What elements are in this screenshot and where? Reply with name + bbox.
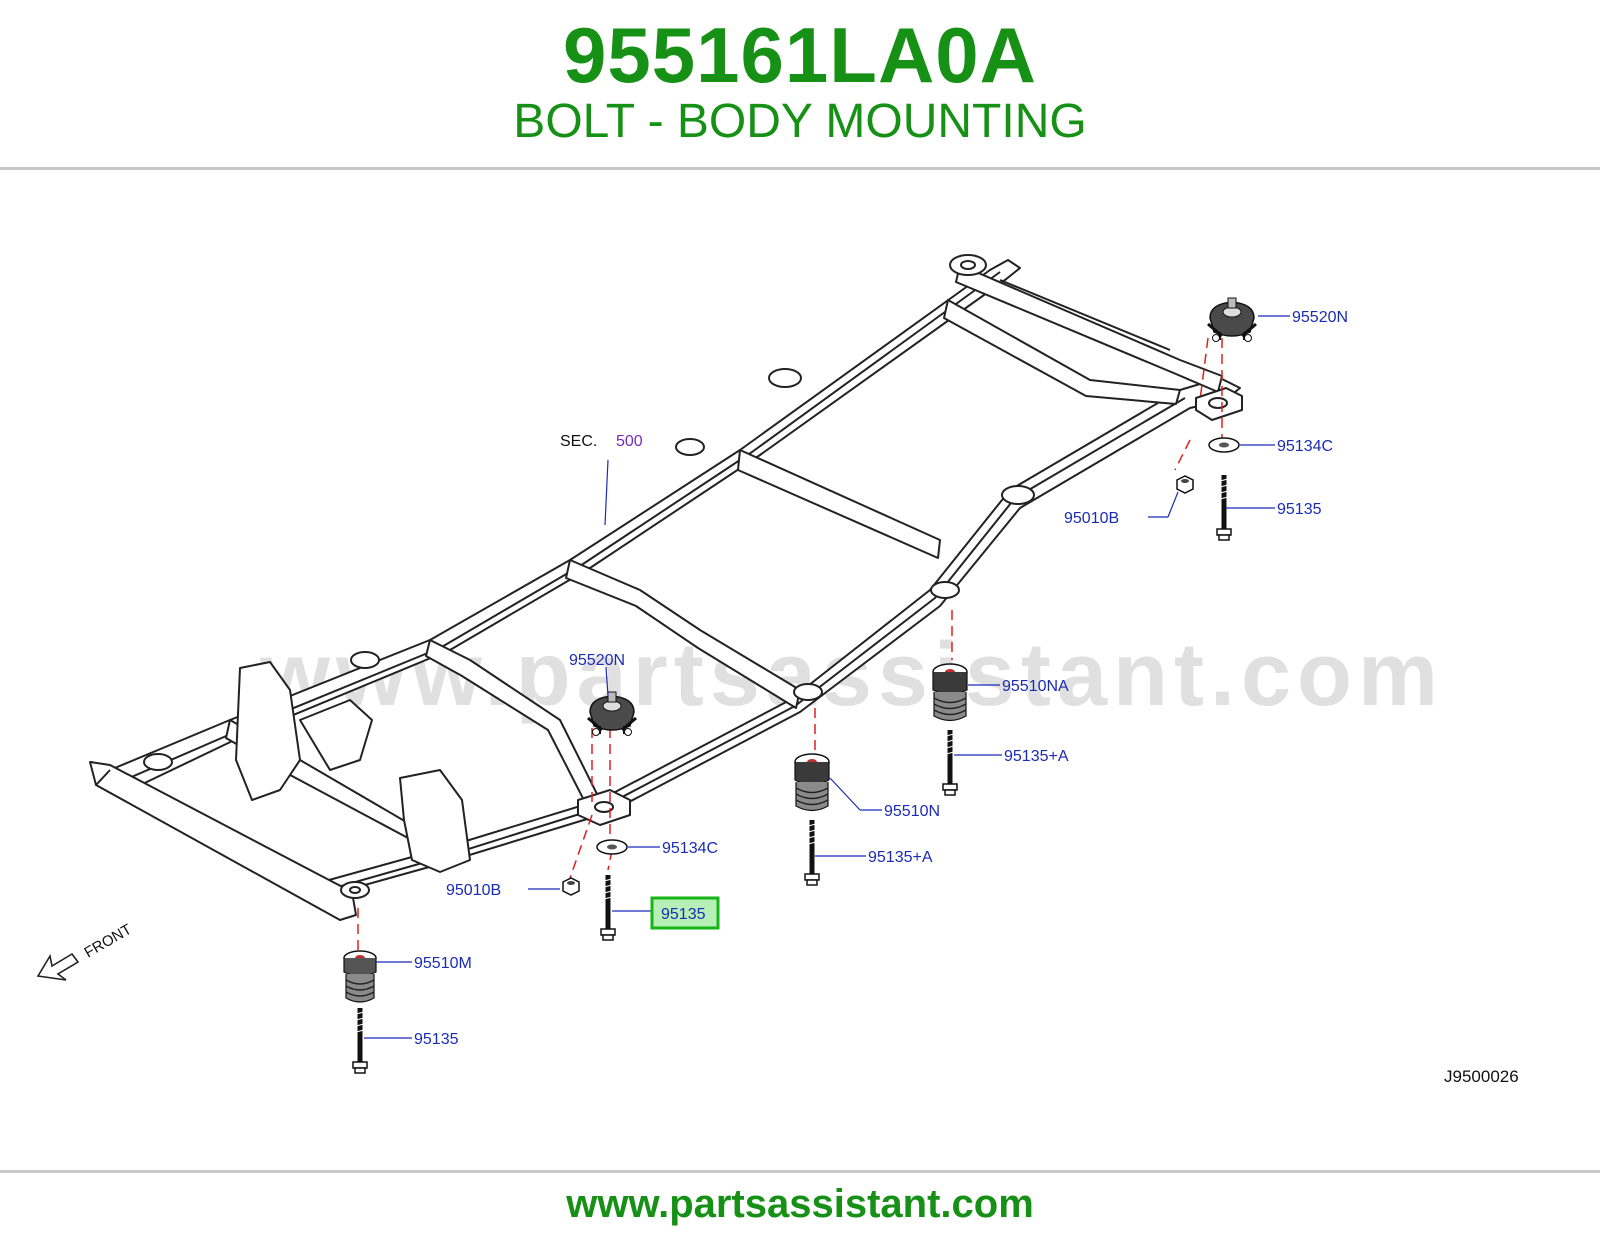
callout-leaders xyxy=(364,315,1290,1039)
figure-code: J9500026 xyxy=(1444,1067,1519,1086)
callout-95135-front[interactable]: 95135 xyxy=(414,1031,459,1048)
alignment-leaders xyxy=(357,337,1223,950)
callout-95134C-mid[interactable]: 95134C xyxy=(662,840,718,857)
callout-95510M[interactable]: 95510M xyxy=(414,955,472,972)
highlight-box xyxy=(650,896,720,930)
section-number-link[interactable]: 500 xyxy=(616,433,643,450)
callout-95135-highlighted[interactable]: 95135 xyxy=(661,906,706,923)
callout-95010B-rear[interactable]: 95010B xyxy=(1064,510,1119,527)
callout-95010B-mid[interactable]: 95010B xyxy=(446,882,501,899)
page-header: 955161LA0A BOLT - BODY MOUNTING xyxy=(0,0,1600,168)
front-arrow-icon xyxy=(36,952,80,981)
part-number-title: 955161LA0A xyxy=(563,11,1037,99)
chassis-frame xyxy=(89,254,1243,921)
callout-95135A-lower[interactable]: 95135+A xyxy=(868,849,933,866)
callout-95134C-rear[interactable]: 95134C xyxy=(1277,438,1333,455)
callout-95510N[interactable]: 95510N xyxy=(884,803,940,820)
header-divider xyxy=(0,167,1600,170)
section-label: SEC. xyxy=(560,433,597,450)
callout-95520N-rear[interactable]: 95520N xyxy=(1292,309,1348,326)
callout-95510NA[interactable]: 95510NA xyxy=(1002,678,1069,695)
callout-95135A-upper[interactable]: 95135+A xyxy=(1004,748,1069,765)
footer-divider xyxy=(0,1170,1600,1173)
callout-95135-rear[interactable]: 95135 xyxy=(1277,501,1322,518)
front-label: FRONT xyxy=(82,921,135,962)
callout-95520N-mid[interactable]: 95520N xyxy=(569,652,625,669)
part-name-subtitle: BOLT - BODY MOUNTING xyxy=(513,95,1087,148)
footer-url[interactable]: www.partsassistant.com xyxy=(566,1182,1034,1226)
